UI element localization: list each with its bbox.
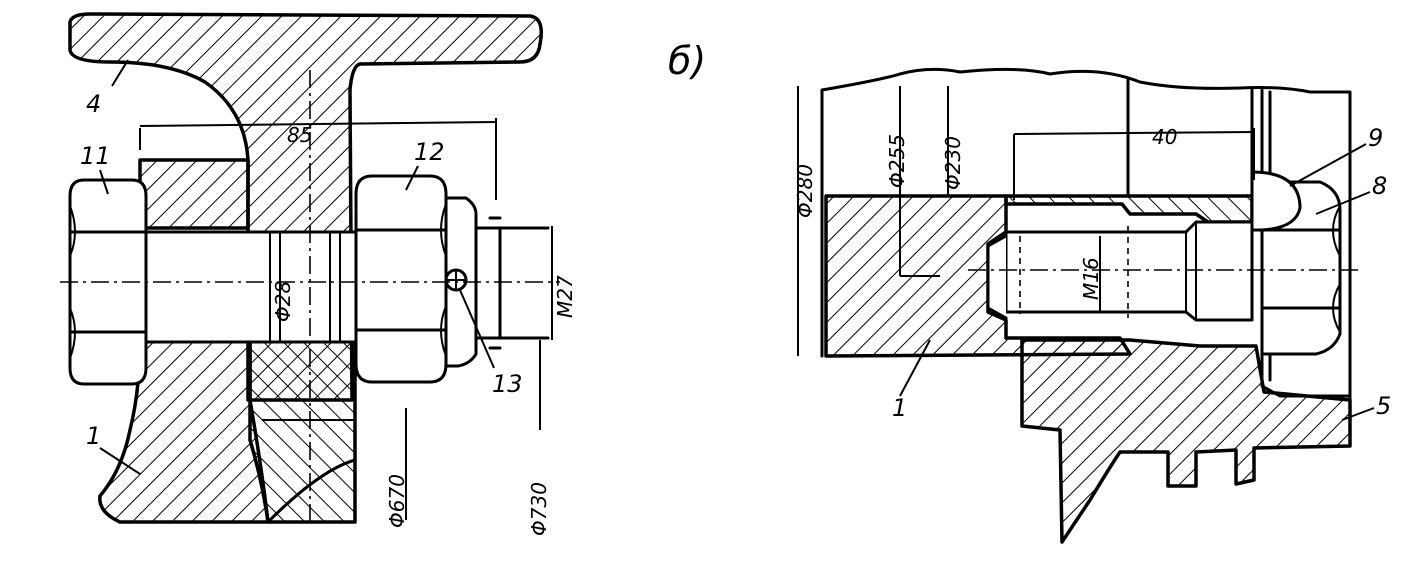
dim-phi670: Φ670 bbox=[385, 474, 409, 528]
view-b: Φ280 Φ255 Φ230 40 M16 9 8 1 5 bbox=[793, 67, 1391, 544]
part-label-13: 13 bbox=[492, 370, 523, 398]
bolt-shank bbox=[144, 230, 362, 344]
part-label-11: 11 bbox=[80, 142, 111, 170]
dim-m27: M27 bbox=[553, 275, 577, 318]
lock-washer-9 bbox=[1250, 170, 1302, 232]
part-label-5: 5 bbox=[1376, 392, 1391, 420]
flange-part-5 bbox=[1020, 338, 1352, 544]
part-label-9: 9 bbox=[1368, 124, 1383, 152]
part-label-1b: 1 bbox=[892, 394, 907, 422]
dim-phi280: Φ280 bbox=[793, 164, 817, 218]
dim-m16: M16 bbox=[1079, 257, 1103, 300]
dim-85: 85 bbox=[287, 123, 312, 147]
part-label-4: 4 bbox=[86, 90, 101, 118]
part-label-12: 12 bbox=[414, 138, 445, 166]
part-label-1a: 1 bbox=[86, 422, 101, 450]
wheel-part-1 bbox=[138, 158, 250, 230]
dim-phi230: Φ230 bbox=[941, 136, 965, 190]
hex-nut-12 bbox=[354, 174, 478, 384]
dim-phi28: Φ28 bbox=[271, 281, 295, 322]
body-part-1-top bbox=[1004, 194, 1254, 224]
wheel-part-1-lower bbox=[98, 338, 270, 524]
view-a: 85 Φ28 M27 Φ670 Φ730 4 11 12 13 1 bbox=[60, 12, 577, 536]
dim-phi255: Φ255 bbox=[885, 134, 909, 188]
part-label-8: 8 bbox=[1372, 172, 1387, 200]
dim-40: 40 bbox=[1152, 125, 1177, 149]
dim-phi730: Φ730 bbox=[527, 482, 551, 536]
view-b-letter: б) bbox=[668, 39, 706, 83]
stud-m16 bbox=[986, 220, 1254, 322]
